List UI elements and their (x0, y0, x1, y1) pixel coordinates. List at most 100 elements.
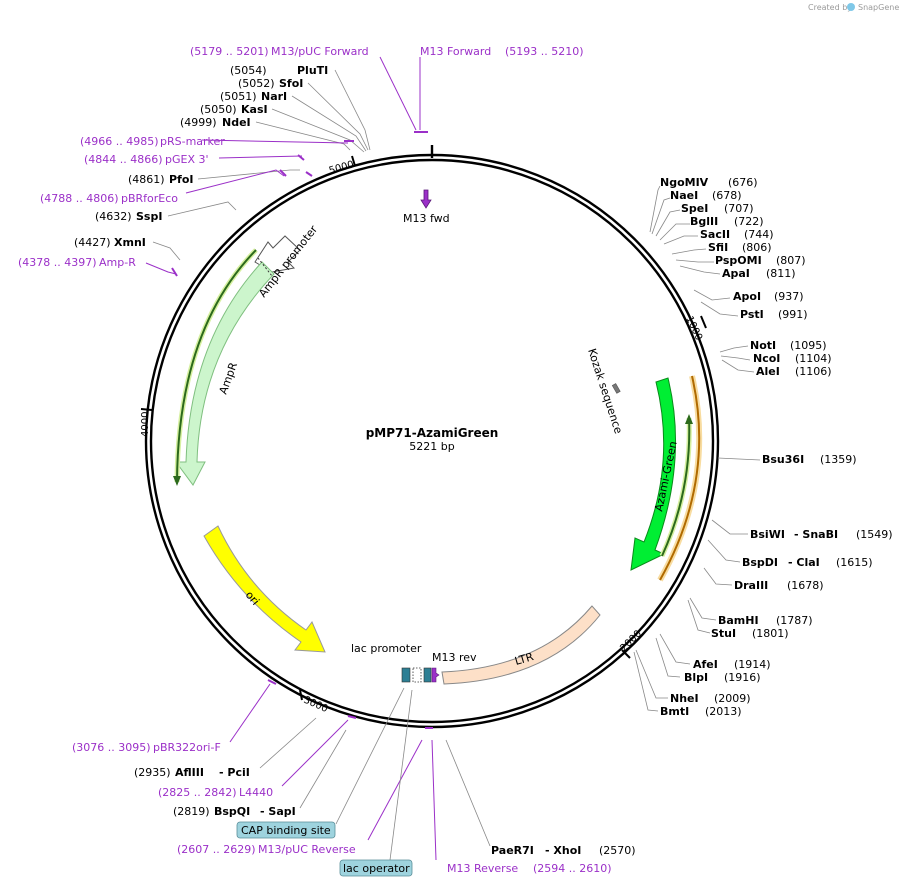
tick-2000: 2000 (618, 628, 644, 654)
primer-prs-marker-range: (4966 .. 4985) (80, 135, 159, 148)
tick-1000: 1000 (683, 315, 704, 343)
site-sapi-name: - SapI (260, 805, 296, 818)
site-naei-name: NaeI (670, 189, 698, 202)
site-afliii-name: AflIII (175, 766, 204, 779)
primer-amp-r-name: Amp-R (99, 256, 136, 269)
ampr-primer-arrowhead (173, 476, 181, 486)
ampr-primer-line (176, 249, 257, 483)
plasmid-size: 5221 bp (409, 440, 454, 453)
site-apai-name: ApaI (722, 267, 750, 280)
site-sacii-name: SacII (700, 228, 730, 241)
site-bspdi-pos: (1615) (836, 556, 873, 569)
site-kasi-name: KasI (241, 103, 268, 116)
site-pluti-pos: (5054) (230, 64, 267, 77)
primer-prs-marker-name: pRS-marker (160, 135, 225, 148)
credit-created-by: Created by (808, 3, 852, 12)
site-alei-pos: (1106) (795, 365, 832, 378)
site-bspdi-name: BspDI (742, 556, 778, 569)
primer-m13-reverse-range: (2594 .. 2610) (533, 862, 612, 875)
site-sfoi-name: SfoI (279, 77, 303, 90)
site-draiii-pos: (1678) (787, 579, 824, 592)
bottom-site-lines (259, 687, 491, 861)
primer-m13-puc-fwd-range: (5179 .. 5201) (190, 45, 269, 58)
site-sacii-pos: (744) (744, 228, 774, 241)
ori-arrow (203, 525, 326, 653)
site-apai-pos: (811) (766, 267, 796, 280)
azami-primer-line (661, 417, 691, 557)
site-pcii-name: - PciI (219, 766, 250, 779)
m13-rev-feature (431, 667, 440, 683)
tick-2000-mark (621, 649, 631, 659)
azami-primer-arrowhead (685, 414, 693, 424)
site-alei-name: AleI (756, 365, 780, 378)
site-bamhi-name: BamHI (718, 614, 759, 627)
site-paer7i-pos: (2570) (599, 844, 636, 857)
site-bmti-pos: (2013) (705, 705, 742, 718)
site-bamhi-pos: (1787) (776, 614, 813, 627)
site-psti-pos: (991) (778, 308, 808, 321)
lac-operator-label: lac operator (343, 862, 410, 875)
primer-m13-puc-fwd-name: M13/pUC Forward (271, 45, 369, 58)
ltr-arrow (441, 605, 601, 685)
site-xmni-pos: (4427) (74, 236, 111, 249)
site-bsiwi-pos: (1549) (856, 528, 893, 541)
site-apoi-name: ApoI (733, 290, 761, 303)
site-bglii-pos: (722) (734, 215, 764, 228)
site-bspqi-name: BspQI (214, 805, 250, 818)
tick-4000: 4000 (140, 412, 151, 437)
site-noti-pos: (1095) (790, 339, 827, 352)
site-blpi-name: BlpI (684, 671, 708, 684)
tick-3000-mark (299, 689, 303, 701)
site-pspomi-name: PspOMI (715, 254, 762, 267)
m13-fwd-feature (420, 189, 432, 209)
site-naei-pos: (678) (712, 189, 742, 202)
m13-fwd-label: M13 fwd (403, 212, 450, 225)
orange-primer-line (659, 375, 701, 581)
m13-rev-label: M13 rev (432, 651, 477, 664)
primer-pgex3-name: pGEX 3' (165, 153, 209, 166)
primer-m13-fwd-range: (5193 .. 5210) (505, 45, 584, 58)
primer-markers (171, 131, 433, 729)
site-sspi-pos: (4632) (95, 210, 132, 223)
site-spei-name: SpeI (681, 202, 708, 215)
site-ncoi-name: NcoI (753, 352, 780, 365)
primer-pgex3-range: (4844 .. 4866) (84, 153, 163, 166)
ltr-label: LTR (513, 650, 535, 668)
primer-m13-puc-rev-range: (2607 .. 2629) (177, 843, 256, 856)
lac-promoter-feature (412, 667, 422, 683)
site-clai-name: - ClaI (788, 556, 820, 569)
azami-green-label: Azami-Green (652, 440, 680, 513)
primer-amp-r-range: (4378 .. 4397) (18, 256, 97, 269)
right-site-lines (633, 185, 761, 712)
site-noti-name: NotI (750, 339, 776, 352)
primer-pbrforeco-name: pBRforEco (121, 192, 178, 205)
site-psti-name: PstI (740, 308, 764, 321)
primer-l4440-name: L4440 (239, 786, 273, 799)
lac-promoter-label: lac promoter (351, 642, 422, 655)
ampr-label: AmpR (217, 360, 241, 396)
site-bglii-name: BglII (690, 215, 718, 228)
tick-5000-mark (351, 155, 356, 167)
kozak-feature (611, 383, 621, 394)
site-bmti-name: BmtI (660, 705, 689, 718)
primer-m13-puc-rev-name: M13/pUC Reverse (258, 843, 356, 856)
site-pfoi-pos: (4861) (128, 173, 165, 186)
plasmid-name: pMP71-AzamiGreen (366, 426, 499, 440)
lac-operator-box (339, 859, 413, 877)
site-spei-pos: (707) (724, 202, 754, 215)
site-sfoi-pos: (5052) (238, 77, 275, 90)
site-ncoi-pos: (1104) (795, 352, 832, 365)
site-blpi-pos: (1916) (724, 671, 761, 684)
site-bspqi-pos: (2819) (173, 805, 210, 818)
site-kasi-pos: (5050) (200, 103, 237, 116)
site-sspi-name: SspI (136, 210, 162, 223)
site-sfii-pos: (806) (742, 241, 772, 254)
site-ngomiv-name: NgoMIV (660, 176, 709, 189)
site-ndei-pos: (4999) (180, 116, 217, 129)
site-pluti-name: PluTI (297, 64, 328, 77)
site-draiii-name: DraIII (734, 579, 768, 592)
site-nari-pos: (5051) (220, 90, 257, 103)
backbone-inner (149, 158, 715, 724)
site-nari-name: NarI (261, 90, 287, 103)
